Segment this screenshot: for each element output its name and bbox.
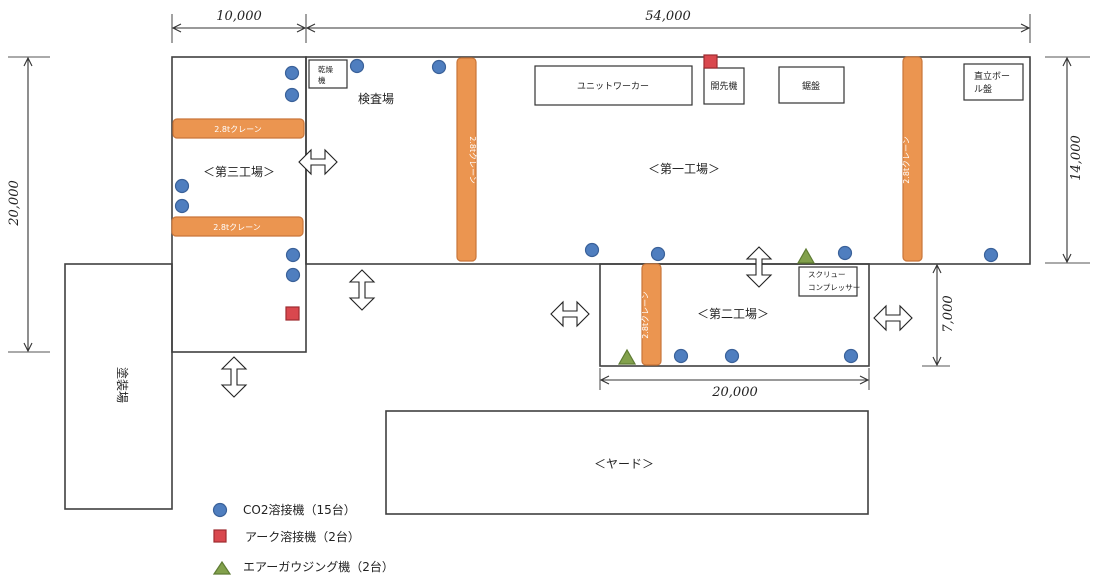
svg-text:スクリュー: スクリュー [808, 270, 846, 279]
svg-text:乾燥: 乾燥 [318, 64, 333, 74]
co2-welder-marker [349, 58, 365, 74]
legend-item-arc: アーク溶接機（2台） [213, 529, 360, 544]
dimension-top-left: 10,000 [171, 9, 307, 43]
dimension-label-54000: 54,000 [645, 9, 691, 24]
dimension-left-height: 20,000 [7, 56, 50, 353]
dimension-factory2-height: 7,000 [922, 265, 956, 367]
co2-welder-marker [724, 348, 740, 364]
dimension-right-height: 14,000 [1045, 56, 1090, 264]
painting-area-label: 塗装場 [115, 367, 130, 403]
svg-text:2.8tクレーン: 2.8tクレーン [213, 223, 260, 232]
co2-welder-marker [284, 65, 300, 81]
dimension-top-main: 54,000 [307, 9, 1031, 43]
svg-text:エアーガウジング機（2台）: エアーガウジング機（2台） [243, 559, 394, 574]
arc-welder-icon [213, 529, 227, 543]
passage-arrow-vertical [220, 356, 248, 398]
passage-arrow-horizontal [873, 304, 913, 332]
svg-text:2.8tクレーン: 2.8tクレーン [902, 136, 911, 183]
svg-text:2.8tクレーン: 2.8tクレーン [641, 291, 650, 338]
arc-welder-marker [285, 306, 300, 321]
dimension-label-14000: 14,000 [1069, 135, 1084, 181]
yard-area [385, 410, 869, 515]
svg-text:開先機: 開先機 [710, 80, 737, 92]
legend: CO2溶接機（15台） アーク溶接機（2台） エアーガウジング機（2台） [212, 502, 394, 575]
crane-factory1-left: 2.8tクレーン [456, 57, 477, 262]
dimension-label-10000: 10,000 [216, 9, 262, 24]
co2-welder-marker [174, 178, 190, 194]
air-gouging-marker [617, 348, 637, 365]
yard-label: ＜ヤード＞ [594, 457, 654, 471]
co2-welder-marker [983, 247, 999, 263]
co2-welder-marker [837, 245, 853, 261]
co2-welder-marker [284, 87, 300, 103]
co2-welder-marker [584, 242, 600, 258]
svg-text:機: 機 [318, 75, 326, 85]
radial-drill-machine: 直立ボー ル盤 [963, 63, 1024, 101]
dimension-label-20000-left: 20,000 [7, 180, 22, 227]
passage-arrow-vertical [348, 269, 376, 311]
factory3-label: ＜第三工場＞ [203, 165, 275, 179]
svg-text:アーク溶接機（2台）: アーク溶接機（2台） [245, 529, 360, 544]
co2-welder-marker [285, 267, 301, 283]
crane-factory3-bottom: 2.8tクレーン [171, 216, 304, 237]
dimension-label-20000-bottom: 20,000 [711, 385, 758, 400]
passage-arrow-horizontal [298, 148, 338, 176]
co2-welder-marker [174, 198, 190, 214]
svg-text:コンプレッサー: コンプレッサー [808, 283, 860, 292]
co2-welder-marker [673, 348, 689, 364]
co2-welder-marker [431, 59, 447, 75]
crane-factory3-top: 2.8tクレーン [172, 118, 305, 139]
screw-compressor: スクリュー コンプレッサー [798, 266, 860, 297]
svg-text:ル盤: ル盤 [974, 83, 992, 95]
co2-welder-marker [650, 246, 666, 262]
legend-item-gouging: エアーガウジング機（2台） [212, 559, 394, 575]
crane-factory2: 2.8tクレーン [641, 263, 662, 366]
dimension-factory2-width: 20,000 [599, 368, 870, 400]
saw-machine: 鋸盤 [778, 66, 845, 104]
dryer-machine: 乾燥 機 [308, 59, 348, 89]
factory2-label: ＜第二工場＞ [697, 307, 769, 321]
svg-text:鋸盤: 鋸盤 [802, 80, 820, 92]
dimension-label-7000: 7,000 [941, 295, 956, 332]
co2-welder-marker [843, 348, 859, 364]
legend-item-co2: CO2溶接機（15台） [212, 502, 356, 518]
co2-welder-icon [212, 502, 228, 518]
inspection-area-label: 検査場 [358, 92, 394, 106]
factory1-label: ＜第一工場＞ [648, 162, 720, 176]
arc-welder-marker [703, 54, 718, 69]
svg-text:ユニットワーカー: ユニットワーカー [577, 81, 649, 92]
svg-text:2.8tクレーン: 2.8tクレーン [214, 125, 261, 134]
svg-text:直立ボー: 直立ボー [974, 70, 1010, 82]
co2-welder-marker [285, 247, 301, 263]
air-gouging-marker [796, 247, 816, 264]
passage-arrow-vertical [745, 246, 773, 288]
svg-text:2.8tクレーン: 2.8tクレーン [468, 136, 477, 183]
crane-factory1-right: 2.8tクレーン [902, 56, 923, 262]
unit-worker-machine: ユニットワーカー [534, 65, 693, 106]
drilling-machine: 開先機 [703, 67, 745, 105]
air-gouging-icon [212, 560, 232, 575]
passage-arrow-horizontal [550, 300, 590, 328]
painting-area [64, 263, 173, 510]
svg-text:CO2溶接機（15台）: CO2溶接機（15台） [243, 502, 356, 517]
factory2-building [599, 263, 870, 367]
